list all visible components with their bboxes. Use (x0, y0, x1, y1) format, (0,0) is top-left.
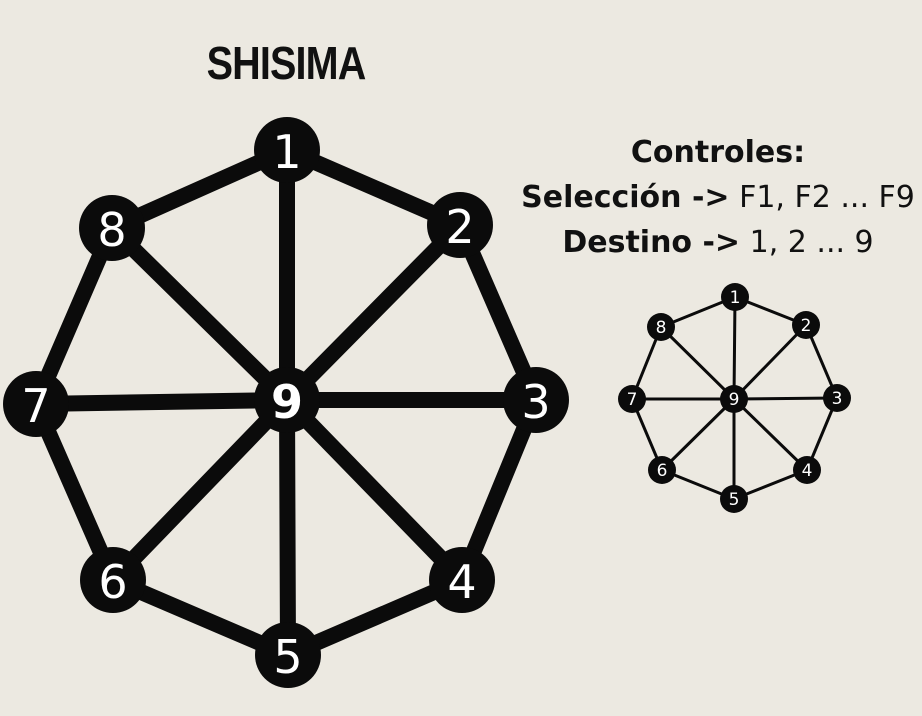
board-node-4[interactable]: 4 (429, 547, 495, 613)
reference-spoke-3-9 (732, 396, 839, 401)
reference-node-label: 3 (832, 389, 843, 409)
reference-node-circle (720, 485, 748, 513)
reference-node-8: 8 (647, 313, 675, 341)
reference-node-label: 7 (627, 390, 638, 410)
selection-keys: F1, F2 ... F9 (739, 180, 915, 215)
board-node-circle (427, 192, 493, 258)
board-node-circle (255, 622, 321, 688)
reference-node-label: 4 (802, 461, 813, 481)
reference-node-circle (648, 456, 676, 484)
destination-row: Destino -> 1, 2 ... 9 (518, 220, 918, 265)
board-node-circle (80, 547, 146, 613)
reference-node-label: 6 (657, 461, 668, 481)
board-node-label: 5 (273, 630, 302, 684)
reference-node-label: 8 (656, 318, 667, 338)
board-node-circle (254, 117, 320, 183)
reference-node-circle (793, 456, 821, 484)
board-spoke-7-9 (28, 392, 295, 412)
board-node-label: 1 (272, 125, 301, 179)
board-node-9[interactable]: 9 (254, 367, 320, 433)
reference-node-3: 3 (823, 384, 851, 412)
reference-node-circle (792, 311, 820, 339)
board-node-label: 8 (97, 203, 126, 257)
board-spoke-4-9 (279, 392, 470, 588)
reference-node-circle (721, 283, 749, 311)
reference-node-9: 9 (720, 385, 748, 413)
board-node-circle (79, 195, 145, 261)
board-node-circle (254, 367, 320, 433)
reference-spoke-2-9 (732, 323, 808, 401)
reference-node-4: 4 (793, 456, 821, 484)
reference-spoke-1-9 (732, 295, 737, 401)
board-node-label: 3 (521, 375, 550, 429)
controls-heading: Controles: (630, 135, 806, 170)
board-spoke-5-9 (279, 392, 296, 663)
reference-node-6: 6 (648, 456, 676, 484)
board-node-2[interactable]: 2 (427, 192, 493, 258)
board-node-label: 7 (21, 379, 50, 433)
board-node-8[interactable]: 8 (79, 195, 145, 261)
selection-label: Selección -> (521, 180, 730, 215)
board-node-label: 6 (98, 555, 127, 609)
reference-spoke-4-9 (732, 397, 809, 472)
reference-node-label: 5 (729, 490, 740, 510)
board-node-circle (429, 547, 495, 613)
board-node-label: 4 (447, 555, 476, 609)
board-node-circle (503, 367, 569, 433)
destination-label: Destino -> (562, 225, 741, 260)
reference-node-label: 1 (730, 288, 741, 308)
reference-node-label: 9 (729, 390, 740, 410)
board-node-circle (3, 371, 69, 437)
selection-row: Selección -> F1, F2 ... F9 (518, 175, 918, 220)
destination-keys: 1, 2 ... 9 (749, 225, 874, 260)
reference-spoke-6-9 (660, 397, 736, 472)
controls-panel: Controles: Selección -> F1, F2 ... F9 De… (518, 130, 918, 265)
game-title: SHISIMA (206, 37, 367, 89)
reference-node-7: 7 (618, 385, 646, 413)
reference-node-2: 2 (792, 311, 820, 339)
board-node-6[interactable]: 6 (80, 547, 146, 613)
reference-node-circle (618, 385, 646, 413)
board-spoke-6-9 (105, 392, 295, 588)
board-node-label: 2 (445, 200, 474, 254)
reference-spoke-8-9 (659, 325, 736, 401)
board-node-5[interactable]: 5 (255, 622, 321, 688)
reference-node-1: 1 (721, 283, 749, 311)
reference-node-label: 2 (801, 316, 812, 336)
reference-node-circle (823, 384, 851, 412)
reference-node-circle (647, 313, 675, 341)
board-node-label: 9 (271, 375, 303, 429)
board-node-7[interactable]: 7 (3, 371, 69, 437)
board-node-3[interactable]: 3 (503, 367, 569, 433)
board-spoke-2-9 (279, 217, 468, 408)
board-node-1[interactable]: 1 (254, 117, 320, 183)
reference-node-5: 5 (720, 485, 748, 513)
reference-node-circle (720, 385, 748, 413)
board-spoke-8-9 (104, 220, 295, 408)
